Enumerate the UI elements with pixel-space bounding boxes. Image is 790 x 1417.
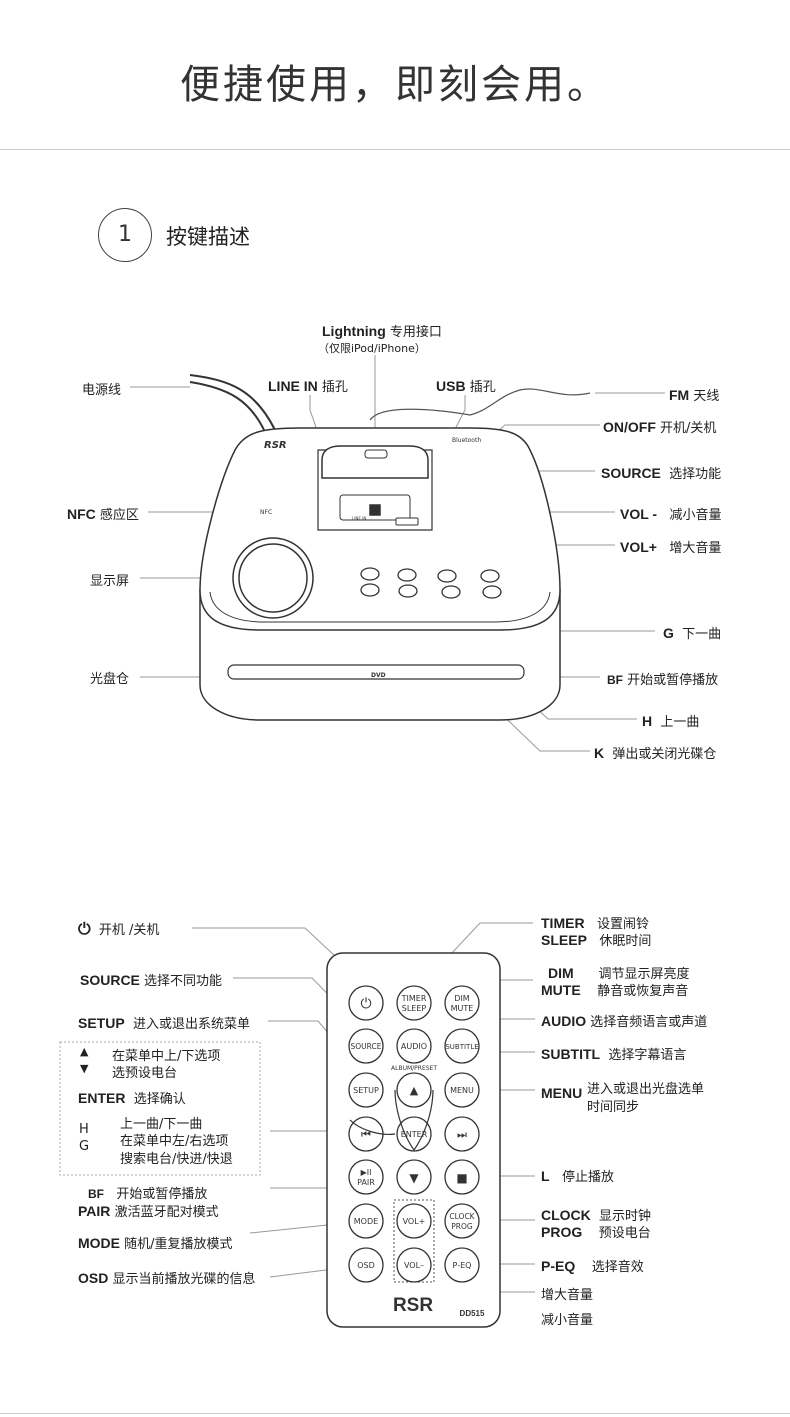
remote-playpause-label[interactable]: ▶II	[361, 1168, 372, 1177]
callout-menu-desc1: 进入或退出光盘选单	[587, 1082, 705, 1097]
callout-remote-timer: TIMER 设置闹铃	[541, 915, 649, 932]
callout-remote-mute: MUTE 静音或恢复声音	[541, 982, 689, 999]
power-cord	[189, 374, 276, 433]
callout-source: SOURCE 选择功能	[601, 465, 722, 482]
remote-up-button[interactable]: ▲	[410, 1084, 419, 1097]
remote-mode-button[interactable]: MODE	[354, 1217, 378, 1226]
remote-power-button[interactable]: ⏻	[360, 996, 371, 1012]
remote-volplus-button[interactable]: VOL+	[403, 1217, 426, 1226]
device-diagram: RSR Bluetooth NFC DVD LINE IN	[130, 355, 665, 752]
remote-prev-button[interactable]: ⏮	[361, 1128, 371, 1141]
callout-lightning: Lightning 专用接口	[322, 323, 442, 340]
callout-line-in: LINE IN 插孔	[268, 378, 348, 395]
remote-prog-label[interactable]: PROG	[451, 1222, 473, 1231]
callout-fm: FM 天线	[669, 387, 720, 404]
callout-bf: BF 开始或暂停播放	[607, 673, 719, 688]
remote-stop-button[interactable]: ■	[456, 1171, 467, 1185]
callout-nav-down: 选预设电台	[112, 1066, 178, 1081]
remote-model: DD515	[460, 1309, 485, 1318]
remote-next-button[interactable]: ⏭	[457, 1128, 467, 1141]
header-divider	[0, 149, 790, 150]
bluetooth-label: Bluetooth	[452, 437, 481, 444]
remote-osd-button[interactable]: OSD	[357, 1261, 375, 1270]
callout-remote-power: ⏻ 开机 /关机	[78, 921, 160, 938]
remote-down-button[interactable]: ▼	[409, 1171, 419, 1185]
callout-remote-enter: ENTER 选择确认	[78, 1090, 186, 1107]
callout-remote-source: SOURCE 选择不同功能	[80, 972, 223, 989]
callout-display: 显示屏	[90, 574, 130, 589]
remote-button-shapes	[348, 985, 480, 1283]
nfc-label: NFC	[260, 509, 272, 516]
callout-remote-prog: PROG 预设电台	[541, 1224, 651, 1241]
up-arrow-icon: ▲	[80, 1045, 89, 1058]
page-title: 便捷使用，即刻会用。	[180, 62, 610, 108]
dvd-logo: DVD	[371, 672, 386, 679]
callout-remote-bf: BF 开始或暂停播放	[88, 1187, 208, 1202]
callout-h: H 上一曲	[642, 713, 700, 730]
remote-clock-label[interactable]: CLOCK	[449, 1212, 475, 1221]
callout-power-cord: 电源线	[82, 383, 122, 398]
callout-disc-tray: 光盘仓	[90, 672, 130, 687]
callout-remote-vol-down: 减小音量	[541, 1313, 594, 1328]
remote-subtitle-button[interactable]: SUBTITLE	[445, 1043, 478, 1051]
down-arrow-icon: ▼	[80, 1062, 89, 1075]
remote-mute-label[interactable]: MUTE	[451, 1004, 474, 1013]
remote-album-preset-label: ALBUM/PRESET	[391, 1065, 437, 1072]
callout-remote-setup: SETUP 进入或退出系统菜单	[78, 1015, 250, 1032]
callout-hg-line1: 上一曲/下一曲	[120, 1117, 203, 1132]
remote-enter-button[interactable]: ENTER	[401, 1130, 428, 1139]
device-logo: RSR	[264, 440, 287, 451]
callout-remote-vol-up: 增大音量	[541, 1288, 594, 1303]
remote-source-button[interactable]: SOURCE	[351, 1042, 382, 1051]
remote-volminus-button[interactable]: VOL–	[404, 1261, 424, 1270]
step-number: 1	[98, 208, 152, 262]
remote-logo: RSR	[393, 1295, 433, 1316]
callout-remote-peq: P-EQ 选择音效	[541, 1258, 644, 1275]
callout-remote-g: G	[79, 1139, 90, 1154]
callout-usb: USB 插孔	[436, 378, 496, 395]
callout-menu-desc2: 时间同步	[587, 1100, 640, 1115]
callout-remote-dim: DIM 调节显示屏亮度	[548, 965, 690, 982]
line-in-port-label: LINE IN	[352, 516, 366, 521]
remote-pair-label[interactable]: PAIR	[357, 1178, 375, 1187]
remote-setup-button[interactable]: SETUP	[353, 1086, 379, 1095]
remote-menu-button[interactable]: MENU	[450, 1086, 474, 1095]
callout-onoff: ON/OFF 开机/关机	[603, 419, 717, 436]
remote-timer-label[interactable]: TIMER	[401, 994, 427, 1003]
device-body	[199, 427, 561, 721]
device-buttons	[360, 567, 502, 599]
remote-audio-button[interactable]: AUDIO	[401, 1042, 427, 1051]
remote-dim-label[interactable]: DIM	[454, 994, 470, 1003]
callout-remote-h: H	[79, 1122, 89, 1137]
callout-nav-up: 在菜单中上/下选项	[112, 1049, 221, 1064]
remote-peq-button[interactable]: P-EQ	[453, 1261, 472, 1270]
callout-remote-pair: PAIR 激活蓝牙配对模式	[78, 1203, 219, 1220]
power-icon: ⏻	[78, 921, 91, 938]
callout-hg-line2: 在菜单中左/右选项	[120, 1134, 229, 1149]
callout-hg-line3: 搜索电台/快进/快退	[120, 1152, 233, 1167]
remote-diagram: ⏻ TIMER SLEEP DIM MUTE SOURCE AUDIO SUBT…	[59, 922, 535, 1328]
footer-divider	[0, 1413, 790, 1414]
callout-remote-sleep: SLEEP 休眠时间	[541, 932, 652, 949]
fm-antenna-wire	[469, 388, 591, 416]
callout-remote-mode: MODE 随机/重复播放模式	[78, 1235, 233, 1252]
callout-remote-clock: CLOCK 显示时钟	[541, 1207, 652, 1224]
callout-lightning-note: （仅限iPod/iPhone）	[318, 342, 426, 355]
callout-nfc: NFC 感应区	[67, 506, 139, 523]
callout-k: K 弹出或关闭光碟仓	[594, 745, 717, 762]
callout-g: G 下一曲	[663, 625, 722, 642]
callout-remote-audio: AUDIO 选择音频语言或声道	[541, 1013, 708, 1030]
remote-sleep-label[interactable]: SLEEP	[402, 1004, 427, 1013]
nav-legend-box	[59, 1041, 261, 1176]
section-title: 按键描述	[166, 225, 250, 249]
callout-remote-osd: OSD 显示当前播放光碟的信息	[78, 1270, 256, 1287]
callout-remote-menu: MENU	[541, 1085, 583, 1101]
callout-remote-subtitl: SUBTITL 选择字幕语言	[541, 1046, 687, 1063]
callout-remote-l: L 停止播放	[541, 1168, 614, 1185]
callout-vol-minus: VOL - 减小音量	[620, 506, 722, 523]
callout-vol-plus: VOL+ 增大音量	[620, 539, 722, 556]
